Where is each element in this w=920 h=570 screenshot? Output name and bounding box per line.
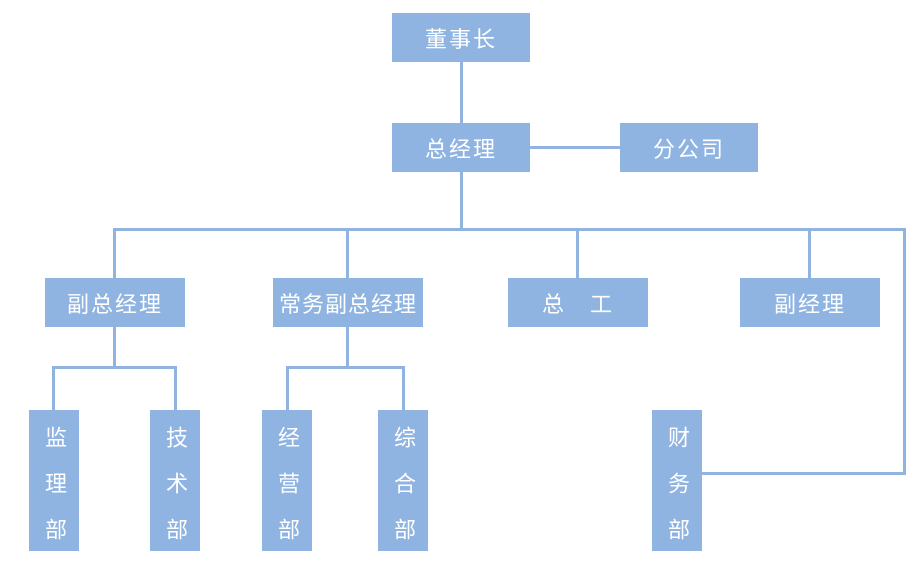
- connector-technology-drop: [174, 366, 177, 410]
- connector-general-drop: [402, 366, 405, 410]
- connector-bus-right-drop: [903, 228, 906, 475]
- node-supervision-dept: 监理部: [29, 410, 79, 564]
- connector-bus: [113, 228, 906, 231]
- connector-bus-chief-engineer: [576, 228, 579, 278]
- connector-supervision-drop: [52, 366, 55, 410]
- connector-chairman-gm: [460, 62, 463, 123]
- connector-gm-branch: [530, 146, 620, 149]
- connector-gm-bus: [460, 172, 463, 228]
- node-branch-company: 分公司: [620, 123, 758, 172]
- connector-finance-elbow: [702, 472, 906, 475]
- node-chairman: 董事长: [392, 13, 530, 62]
- node-general-affairs-dept: 综合部: [378, 410, 428, 564]
- connector-bus-exec-deputy-gm: [346, 228, 349, 278]
- connector-exec-split-h: [286, 366, 405, 369]
- node-finance-dept: 财务部: [652, 410, 702, 564]
- node-operations-dept: 经营部: [262, 410, 312, 564]
- node-chief-engineer: 总 工: [508, 278, 648, 327]
- connector-bus-deputy-manager: [808, 228, 811, 278]
- node-technology-dept: 技术部: [150, 410, 200, 564]
- node-executive-deputy-gm: 常务副总经理: [273, 278, 423, 327]
- node-deputy-manager: 副经理: [740, 278, 880, 327]
- connector-bus-deputy-gm: [113, 228, 116, 278]
- node-deputy-general-manager: 副总经理: [45, 278, 185, 327]
- node-general-manager: 总经理: [392, 123, 530, 172]
- connector-deputy-gm-split-h: [52, 366, 177, 369]
- connector-operations-drop: [286, 366, 289, 410]
- connector-exec-split-v: [346, 327, 349, 367]
- connector-deputy-gm-split-v: [113, 327, 116, 367]
